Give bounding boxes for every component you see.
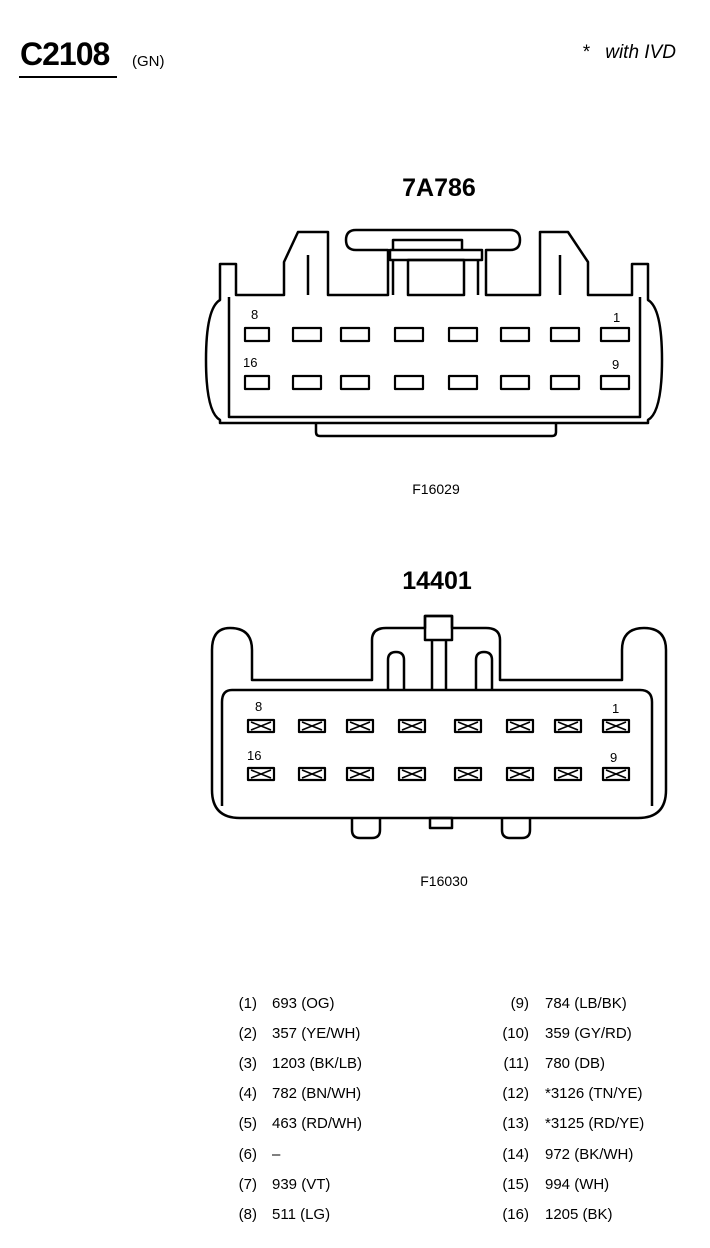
part1-label-8: 8: [251, 307, 258, 322]
pin-terminal: [505, 718, 535, 734]
part1-label-1: 1: [613, 310, 620, 325]
pin-number: (8): [238, 1205, 257, 1223]
pin-terminal-cross: [605, 769, 627, 779]
connector-14401-outline: [210, 614, 668, 840]
pin-terminal: [601, 718, 631, 734]
pin-terminal-cross: [557, 769, 579, 779]
pin-circuit: 463 (RD/WH): [272, 1115, 363, 1133]
pin-number: (12): [502, 1085, 529, 1103]
pin-number: (4): [238, 1085, 257, 1103]
pin-circuit: 994 (WH): [545, 1175, 610, 1193]
part1-label-9: 9: [612, 357, 619, 372]
pin-terminal-cross: [250, 769, 272, 779]
pin-number: (13): [502, 1115, 529, 1133]
pin-number: (16): [502, 1205, 529, 1223]
pin-terminal-cross: [250, 721, 272, 731]
pin-terminal-cross: [301, 721, 323, 731]
pin-terminal-cross: [349, 769, 371, 779]
pin-terminal-cross: [349, 721, 371, 731]
pin-terminal: [297, 718, 327, 734]
pin-terminal-cross: [301, 769, 323, 779]
part2-figure-ref: F16030: [420, 873, 468, 889]
pin-number: (1): [238, 995, 257, 1012]
pin-terminal-cross: [557, 721, 579, 731]
pin-circuit: 357 (YE/WH): [272, 1025, 361, 1043]
pin-terminal: [397, 718, 427, 734]
connector-7a786-outline: [204, 228, 664, 438]
pin-number: (11): [503, 1055, 529, 1073]
pin-number: (3): [238, 1055, 257, 1073]
part2-label-1: 1: [612, 701, 619, 716]
part1-figure-ref: F16029: [412, 481, 460, 497]
pin-number: (2): [238, 1025, 257, 1043]
pin-number: (6): [238, 1145, 257, 1163]
pin-terminal: [453, 718, 483, 734]
connector-color: (GN): [132, 53, 165, 70]
pin-circuit: 780 (DB): [545, 1055, 606, 1073]
pin-terminal: [246, 766, 276, 782]
pin-circuit: 784 (LB/BK): [545, 995, 627, 1012]
pin-terminal-cross: [605, 721, 627, 731]
part2-label-16: 16: [247, 748, 261, 763]
pin-circuit: 972 (BK/WH): [545, 1145, 634, 1163]
part1-label-16: 16: [243, 355, 257, 370]
pin-number: (9): [510, 995, 529, 1012]
pin-terminal-cross: [509, 721, 531, 731]
pin-terminal: [246, 718, 276, 734]
connector-14401-pins: [246, 718, 631, 782]
ivd-note: * with IVD: [582, 42, 676, 63]
pin-circuit: *3125 (RD/YE): [545, 1115, 645, 1133]
pin-number: (5): [238, 1115, 257, 1133]
pin-terminal: [553, 718, 583, 734]
pin-circuit: 1203 (BK/LB): [272, 1055, 363, 1073]
pin-circuit: *3126 (TN/YE): [545, 1085, 643, 1103]
pin-terminal: [453, 766, 483, 782]
part1-title: 7A786: [402, 174, 476, 202]
pin-terminal: [601, 766, 631, 782]
pin-terminal: [553, 766, 583, 782]
pin-terminal: [297, 766, 327, 782]
pin-terminal-cross: [457, 721, 479, 731]
pin-terminal-cross: [401, 721, 423, 731]
pin-circuit: 782 (BN/WH): [272, 1085, 362, 1103]
pin-number: (15): [502, 1175, 529, 1193]
connector-id: C2108: [20, 36, 110, 72]
pin-circuit: –: [272, 1145, 281, 1163]
pin-terminal-cross: [401, 769, 423, 779]
pin-circuit: 511 (LG): [272, 1205, 331, 1223]
pin-circuit: 1205 (BK): [545, 1205, 613, 1223]
pin-circuit: 693 (OG): [272, 995, 335, 1012]
pin-terminal: [345, 766, 375, 782]
pin-circuit: 359 (GY/RD): [545, 1025, 632, 1043]
pin-terminal-cross: [457, 769, 479, 779]
part2-title: 14401: [402, 567, 472, 595]
pin-number: (14): [502, 1145, 529, 1163]
pin-terminal: [505, 766, 535, 782]
pin-terminal-cross: [509, 769, 531, 779]
connector-id-underline: [19, 76, 117, 78]
connector-7a786-pins: [243, 326, 631, 391]
part2-label-8: 8: [255, 699, 262, 714]
pin-number: (7): [238, 1175, 257, 1193]
pin-terminal: [397, 766, 427, 782]
pin-terminal: [345, 718, 375, 734]
pin-circuit: 939 (VT): [272, 1175, 331, 1193]
pin-number: (10): [502, 1025, 529, 1043]
part2-label-9: 9: [610, 750, 617, 765]
